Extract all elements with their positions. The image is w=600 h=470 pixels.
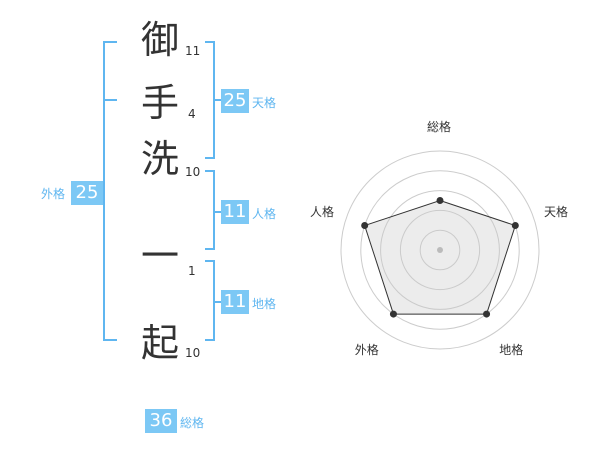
radar-point-2	[511, 222, 519, 230]
radar-series-polygon	[364, 199, 516, 315]
radar-center-dot	[437, 247, 443, 253]
tenkaku-label: 天格	[252, 96, 277, 110]
radar-axis-label-2: 天格	[543, 204, 568, 219]
radar-axis-label-5: 人格	[310, 204, 335, 219]
radar-point-5	[361, 222, 369, 230]
radar-ring	[399, 209, 481, 291]
chikaku-value: 11	[221, 290, 249, 314]
radar-ring	[360, 170, 520, 330]
stroke-count-1: 11	[185, 44, 201, 58]
radar-ring	[419, 229, 461, 271]
stroke-count-2: 4	[188, 107, 196, 121]
radar-axis-label-4: 外格	[354, 342, 379, 357]
radar-point-4	[389, 310, 397, 318]
name-char-3: 洗	[140, 137, 179, 181]
jinkaku-label: 人格	[252, 207, 277, 221]
chikaku-label: 地格	[252, 297, 277, 311]
radar-axis-label-3: 地格	[499, 342, 524, 357]
radar-grid	[340, 150, 540, 350]
radar-ring	[380, 190, 500, 310]
name-char-4: 一	[140, 234, 179, 278]
name-char-1: 御	[140, 18, 179, 62]
radar-ring	[340, 150, 540, 350]
name-char-2: 手	[140, 81, 179, 125]
radar-point-1	[436, 197, 444, 204]
radar-point-3	[483, 310, 491, 318]
stroke-count-4: 1	[188, 264, 196, 278]
radar-points	[361, 197, 519, 318]
gaikaku-value: 25	[71, 181, 103, 205]
stroke-count-5: 10	[185, 346, 201, 360]
tenkaku-value: 25	[221, 89, 249, 113]
radar-axis-label-1: 総格	[427, 120, 452, 134]
gaikaku-label: 外格	[41, 187, 66, 201]
stroke-count-3: 10	[185, 165, 201, 179]
jinkaku-value: 11	[221, 200, 249, 224]
name-char-5: 起	[140, 321, 179, 365]
radar-area	[364, 199, 516, 315]
soukaku-value: 36	[145, 409, 177, 433]
soukaku-label: 総格	[180, 416, 205, 430]
